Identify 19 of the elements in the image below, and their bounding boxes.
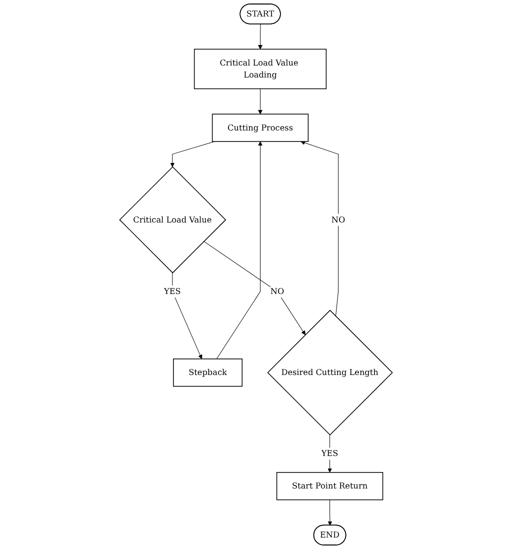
edge-label: NO xyxy=(270,286,284,296)
arrow xyxy=(258,88,262,114)
arrow xyxy=(258,24,262,50)
node-diamond: Critical Load Value xyxy=(119,166,226,274)
arrow xyxy=(328,434,332,473)
arrow xyxy=(216,141,262,360)
arrow xyxy=(328,500,332,526)
arrow xyxy=(170,141,215,168)
edge-label: YES xyxy=(164,286,181,296)
arrow xyxy=(204,241,306,336)
node-diamond: Desired Cutting Length xyxy=(267,310,393,436)
node-box: Cutting Process xyxy=(212,114,309,142)
edge-label: YES xyxy=(321,448,338,458)
node-box: Critical Load Value Loading xyxy=(194,48,327,90)
edge-label: NO xyxy=(331,214,346,224)
node-box: Stepback xyxy=(173,358,243,387)
node-box: Start Point Return xyxy=(276,472,384,500)
arrow xyxy=(300,140,339,316)
arrow xyxy=(172,272,202,360)
